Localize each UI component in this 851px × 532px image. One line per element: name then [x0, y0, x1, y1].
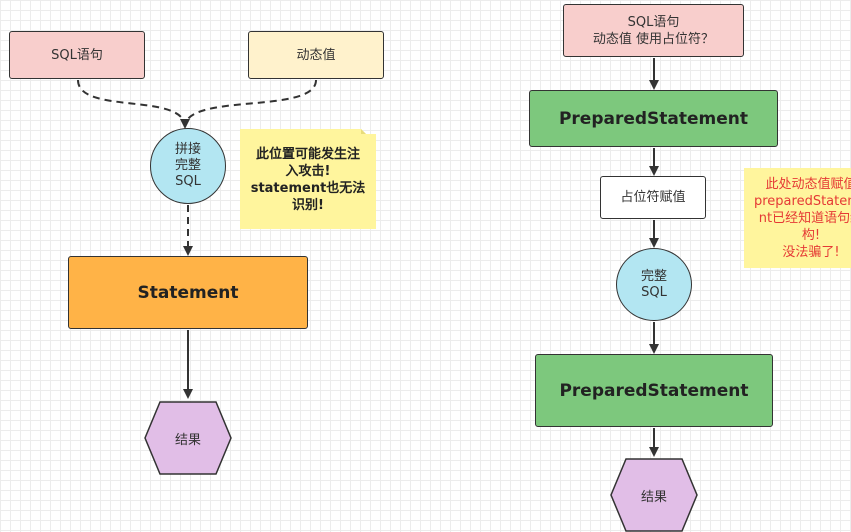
result-label-right: 结果: [640, 489, 667, 505]
edge-value-to-concat: [184, 79, 317, 128]
concat-line-3: SQL: [175, 174, 201, 189]
safe-line-3: nt已经知道语句结: [758, 210, 851, 226]
safe-note: 此处动态值赋值 preparedStateme nt已经知道语句结 构! 没法骗…: [744, 168, 851, 268]
complete-line-2: SQL: [641, 284, 667, 300]
result-hexagon-left: [144, 401, 232, 475]
assign-placeholder-box: 占位符赋值: [600, 176, 706, 219]
warning-line-1: 此位置可能发生注: [255, 147, 360, 162]
prepared-statement-box-2: PreparedStatement: [535, 354, 773, 427]
prepared-statement-label-1: PreparedStatement: [558, 108, 749, 129]
sql-statement-box-right: SQL语句 动态值 使用占位符？: [563, 4, 744, 57]
dynamic-value-box: 动态值: [248, 31, 384, 79]
safe-line-4: 构!: [801, 227, 821, 243]
prepared-statement-box-1: PreparedStatement: [529, 90, 778, 147]
warning-line-4: 识别!: [292, 198, 324, 213]
warning-note: 此位置可能发生注 入攻击! statement也无法 识别!: [240, 134, 376, 226]
safe-line-2: preparedStateme: [754, 193, 851, 209]
statement-box: Statement: [68, 256, 308, 329]
complete-sql-circle: 完整 SQL: [616, 248, 692, 321]
sql-statement-label: SQL语句: [51, 47, 103, 63]
safe-line-5: 没法骗了!: [782, 244, 840, 260]
complete-line-1: 完整: [640, 268, 667, 284]
result-hexagon-right: [610, 458, 698, 532]
edge-sql-to-concat: [77, 79, 190, 129]
statement-label: Statement: [137, 282, 239, 303]
result-label-left: 结果: [174, 432, 201, 448]
concat-line-2: 完整: [174, 158, 201, 173]
sql-statement-box-left: SQL语句: [9, 31, 145, 79]
concat-sql-circle: 拼接 完整 SQL: [150, 128, 226, 204]
sql-statement-line-2: 动态值 使用占位符？: [592, 31, 715, 47]
sql-statement-line-1: SQL语句: [627, 14, 680, 30]
dynamic-value-label: 动态值: [296, 47, 336, 63]
warning-line-3: statement也无法: [250, 181, 366, 196]
concat-line-1: 拼接: [174, 142, 201, 157]
assign-placeholder-label: 占位符赋值: [620, 190, 686, 205]
safe-line-1: 此处动态值赋值: [765, 176, 851, 192]
warning-line-2: 入攻击!: [285, 164, 331, 179]
prepared-statement-label-2: PreparedStatement: [559, 380, 749, 401]
